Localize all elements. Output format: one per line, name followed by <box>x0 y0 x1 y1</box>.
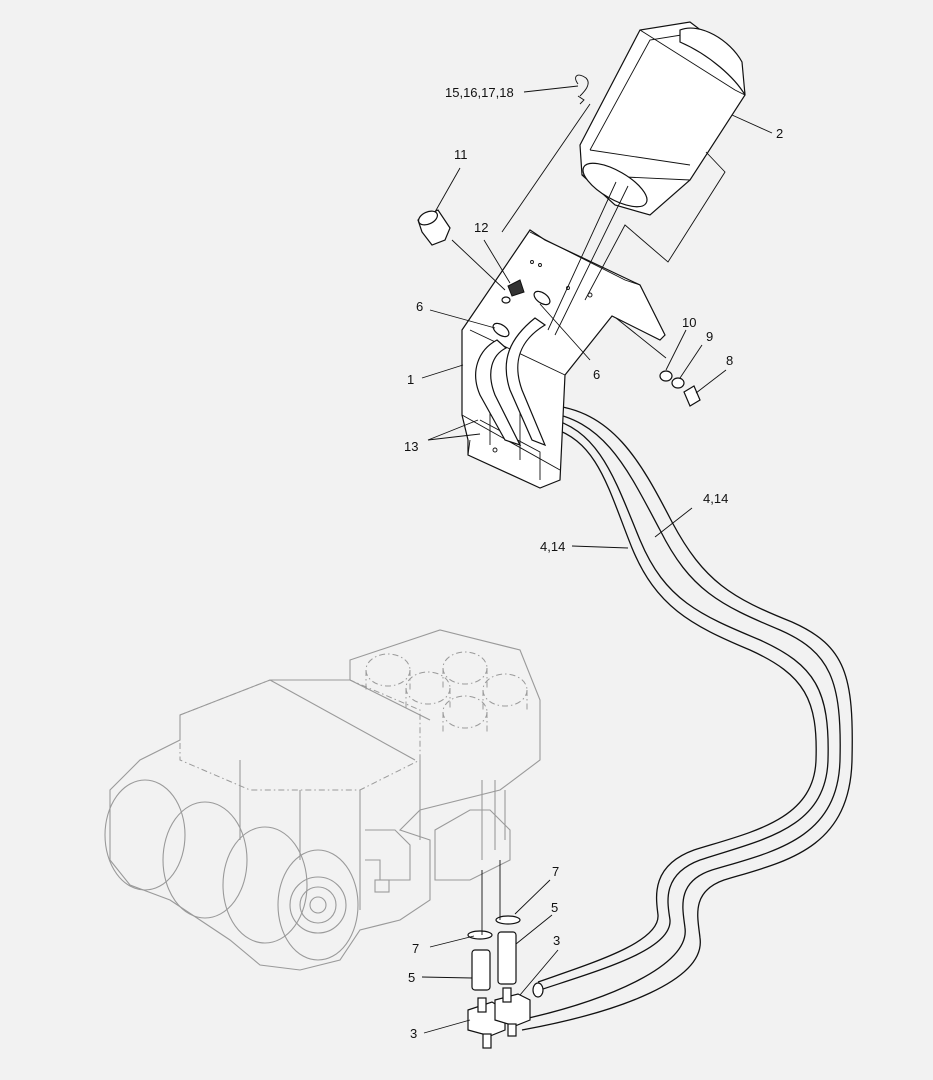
callout-7-lower: 7 <box>412 941 419 956</box>
callout-4-14-lower: 4,14 <box>540 539 565 554</box>
bracket-hoses <box>475 290 551 447</box>
callout-12: 12 <box>474 220 488 235</box>
callout-3-lower: 3 <box>410 1026 417 1041</box>
callout-10: 10 <box>682 315 696 330</box>
callout-2: 2 <box>776 126 783 141</box>
control-knob <box>547 21 746 336</box>
callout-3-upper: 3 <box>553 933 560 948</box>
callout-6-left: 6 <box>416 299 423 314</box>
callout-4-14-upper: 4,14 <box>703 491 728 506</box>
control-valve-ghost <box>104 629 541 971</box>
hydraulic-hoses <box>519 404 853 1031</box>
callout-5-upper: 5 <box>551 900 558 915</box>
callout-11: 11 <box>454 147 468 162</box>
small-parts <box>417 74 701 1049</box>
callout-8: 8 <box>726 353 733 368</box>
leader-lines <box>421 85 773 1034</box>
callout-labels: 15,16,17,18 2 11 12 6 6 10 9 8 1 13 4,14… <box>404 85 783 1041</box>
callout-1: 1 <box>407 372 414 387</box>
callout-7-upper: 7 <box>552 864 559 879</box>
callout-13: 13 <box>404 439 418 454</box>
callout-5-lower: 5 <box>408 970 415 985</box>
callout-6-right: 6 <box>593 367 600 382</box>
callout-9: 9 <box>706 329 713 344</box>
callout-15-16-17-18: 15,16,17,18 <box>445 85 514 100</box>
